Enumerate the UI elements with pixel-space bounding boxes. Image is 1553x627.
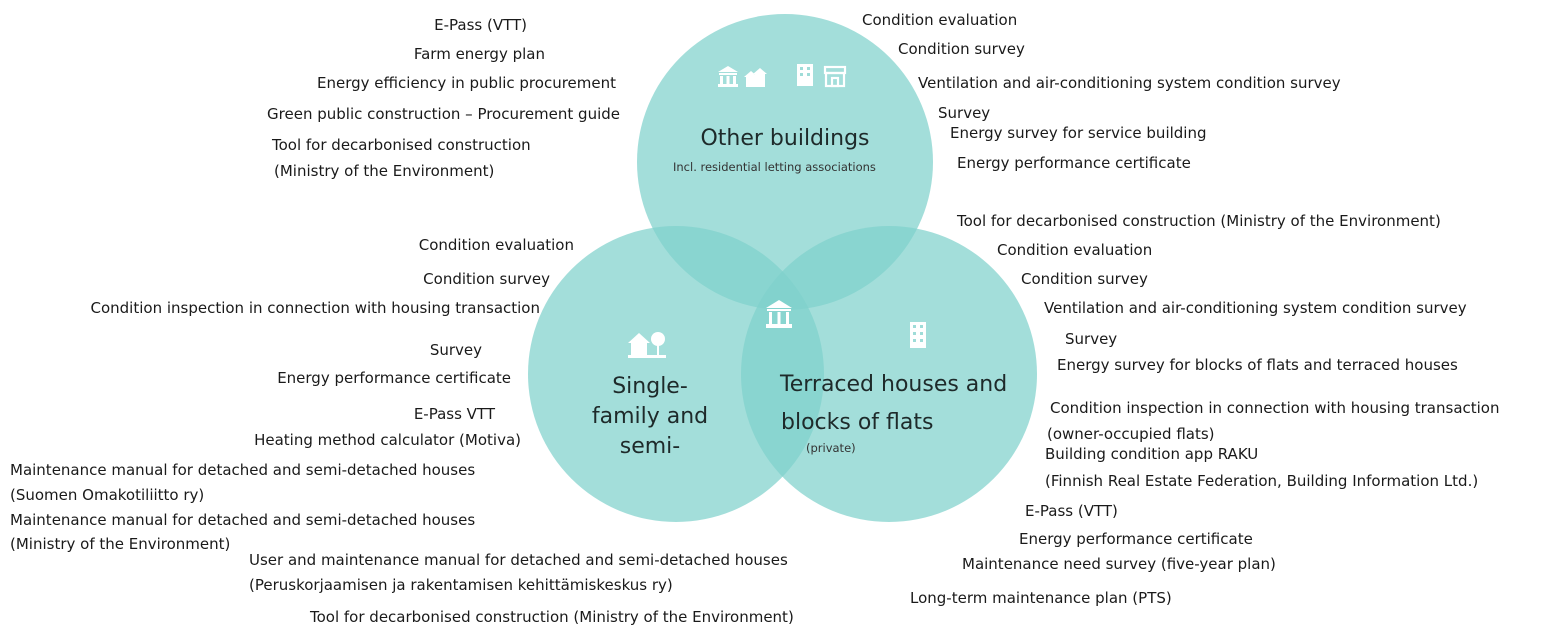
right-label: Energy performance certificate [1019, 530, 1253, 548]
right-label: Maintenance need survey (five-year plan) [962, 555, 1276, 573]
other-buildings-title: Other buildings [700, 126, 870, 151]
left-label: Maintenance manual for detached and semi… [10, 461, 476, 479]
top-right-label: Condition evaluation [862, 11, 1018, 29]
left-label: E-Pass VTT [413, 405, 495, 423]
right-label: Condition evaluation [997, 241, 1153, 259]
top-left-label: Tool for decarbonised construction [272, 136, 531, 154]
left-label: Heating method calculator (Motiva) [254, 431, 521, 449]
top-right-label: Energy survey for service building [950, 124, 1207, 142]
left-label: Condition survey [423, 270, 550, 288]
single-family-title: Single- family and semi- [580, 372, 720, 462]
left-label: Maintenance manual for detached and semi… [10, 511, 476, 529]
top-left-label: Green public construction – Procurement … [267, 105, 620, 123]
top-left-label: Farm energy plan [413, 45, 545, 63]
house-with-tree-icon [628, 332, 666, 358]
terraced-houses-title-line: blocks of flats [781, 410, 934, 435]
top-left-label: (Ministry of the Environment) [274, 162, 495, 180]
terraced-houses-circle [741, 226, 1037, 522]
right-label: (Finnish Real Estate Federation, Buildin… [1045, 472, 1479, 490]
right-label: Building condition app RAKU [1045, 445, 1259, 463]
single-family-title-line: family and [591, 404, 709, 429]
left-label: User and maintenance manual for detached… [249, 551, 788, 569]
right-label: Long-term maintenance plan (PTS) [910, 589, 1172, 607]
top-right-label: Survey [938, 104, 991, 122]
center-public-building-icon [766, 300, 792, 328]
top-right-label: Condition survey [898, 40, 1025, 58]
single-family-circle [528, 226, 824, 522]
top-left-label: Energy efficiency in public procurement [317, 74, 616, 92]
top-right-label: Ventilation and air-conditioning system … [918, 74, 1341, 92]
apartment-building-icon [797, 64, 813, 86]
terraced-houses-subtitle: (private) [806, 441, 856, 455]
left-label: (Ministry of the Environment) [10, 535, 231, 553]
terraced-houses-title-line: Terraced houses and [780, 372, 1008, 397]
left-label: Survey [429, 341, 482, 359]
left-label: (Peruskorjaamisen ja rakentamisen kehitt… [249, 576, 673, 594]
right-label: (owner-occupied flats) [1047, 425, 1215, 443]
right-label: Energy survey for blocks of flats and te… [1057, 356, 1458, 374]
left-label: Energy performance certificate [277, 369, 511, 387]
left-label: Condition inspection in connection with … [90, 299, 541, 317]
single-family-title-line: semi- [619, 434, 681, 459]
left-label: Tool for decarbonised construction (Mini… [310, 608, 794, 626]
top-right-label: Energy performance certificate [957, 154, 1191, 172]
top-left-label: E-Pass (VTT) [434, 16, 527, 34]
apartment-block-icon [910, 322, 926, 348]
right-label: E-Pass (VTT) [1025, 502, 1118, 520]
right-label: Condition survey [1021, 270, 1148, 288]
right-label: Tool for decarbonised construction (Mini… [957, 212, 1441, 230]
public-building-icon [718, 66, 738, 87]
left-label: (Suomen Omakotiliitto ry) [10, 486, 205, 504]
terraced-houses-title: Terraced houses and blocks of flats [765, 366, 1035, 442]
right-label: Condition inspection in connection with … [1050, 399, 1500, 417]
houses-icon [744, 68, 767, 87]
right-label: Survey [1065, 330, 1118, 348]
shop-icon [823, 65, 847, 88]
other-buildings-subtitle: Incl. residential letting associations [673, 160, 876, 174]
right-label: Ventilation and air-conditioning system … [1044, 299, 1467, 317]
left-label: Condition evaluation [418, 236, 574, 254]
single-family-title-line: Single- [612, 374, 688, 399]
